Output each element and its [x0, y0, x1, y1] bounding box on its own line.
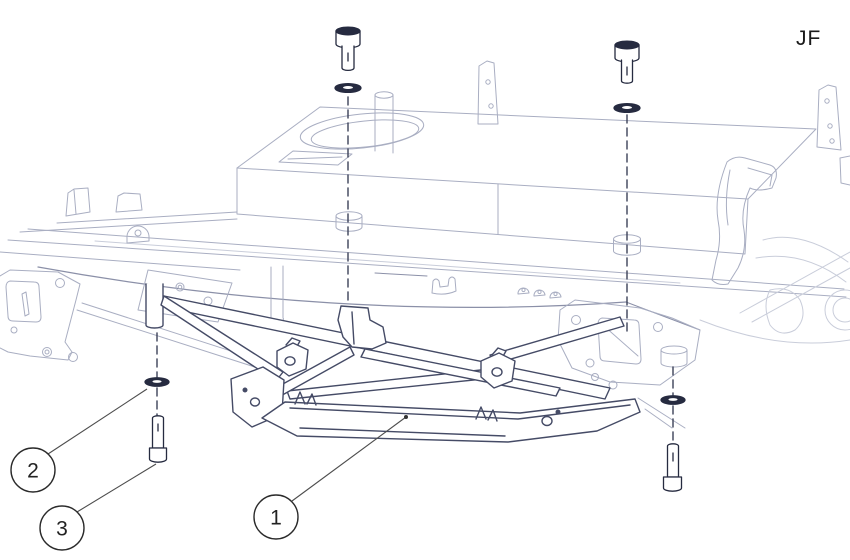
tank-post [374, 91, 394, 154]
skid-plate-left-leg [145, 283, 164, 329]
leader-line-3 [76, 463, 157, 513]
author-initials: JF [796, 27, 821, 50]
right-tow-bracket [557, 299, 701, 429]
callout-1-number: 1 [270, 507, 282, 530]
fin-bracket-right [816, 84, 850, 186]
bolt-bottom-right [662, 443, 683, 492]
skid-plate-assembly [145, 283, 641, 443]
mount-boss-left [335, 211, 363, 232]
skid-plate-bottom-plate [261, 391, 641, 443]
center-mount-foot [337, 305, 387, 350]
mount-boss-lower-right [660, 345, 688, 368]
skid-plate-braces [160, 295, 625, 400]
clamp-bracket-left [276, 337, 309, 377]
callout-3: 3 [39, 505, 85, 551]
washer-top-left [334, 82, 362, 94]
washer-bottom-right [660, 395, 686, 405]
leader-lines [47, 388, 408, 513]
bolt-bottom-left [148, 415, 168, 463]
hardware [144, 26, 686, 492]
callout-1: 1 [253, 494, 299, 540]
leader-line-2 [47, 388, 148, 455]
callout-2: 2 [10, 447, 56, 493]
leader-dot-1 [404, 415, 408, 419]
callout-2-number: 2 [27, 460, 39, 483]
leader-line-1 [291, 416, 407, 502]
frame-rails [0, 187, 847, 368]
washer-bottom-left [144, 377, 170, 387]
callouts: 1 2 3 [10, 388, 408, 551]
centerlines [156, 96, 674, 444]
suspension-lines [699, 236, 850, 344]
bolt-top-left [335, 26, 361, 72]
chassis-drawing [0, 60, 850, 429]
fin-bracket-left [477, 60, 499, 125]
washer-top-right [613, 102, 641, 114]
tow-hook [711, 156, 777, 285]
bolt-top-right [614, 40, 640, 84]
clamp-bracket-right [480, 347, 516, 389]
tank-body [236, 60, 850, 255]
callout-3-number: 3 [56, 518, 68, 541]
